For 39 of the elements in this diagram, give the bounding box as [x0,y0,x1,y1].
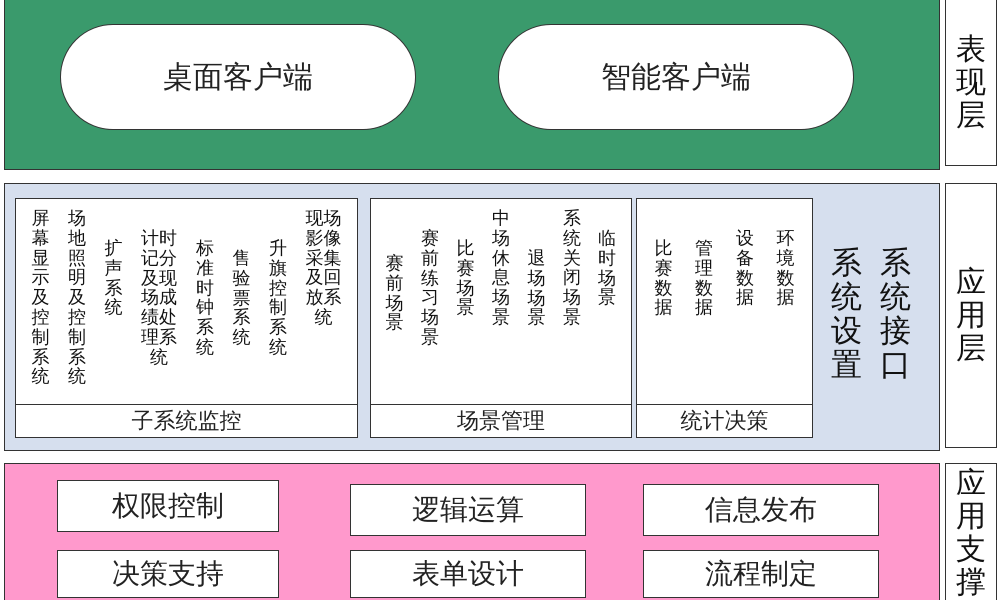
subsystem-name: 场地照明及控制系统 [68,209,86,388]
layer-name: 表现层 [956,32,986,132]
module-title: 系统设置 [831,246,862,382]
subsystem-name: 屏幕显示及控制系统 [31,209,50,388]
layer-band [4,183,940,451]
subsystem-name: 比赛数据 [654,239,672,318]
layer-name: 应用支撑 [956,467,986,599]
service-box: 权限控制 [57,480,279,532]
module-panel [15,198,358,438]
subsystem-name: 设备数据 [736,229,754,308]
subsystem-name: 赛前练习场景 [421,229,440,348]
subsystem-name: 管理数据 [695,239,714,318]
subsystem-name: 计时记分及现场成绩处理系统 [141,229,178,368]
subsystem-name: 扩声系统 [104,239,123,318]
service-box: 表单设计 [350,550,586,598]
module-panel [636,198,813,438]
subsystem-name: 现场影像采集及回放系统 [306,209,342,328]
subsystem-name: 升旗控制系统 [269,239,288,358]
layer-label [945,183,997,448]
layer-name: 应用层 [956,266,986,365]
service-box: 逻辑运算 [350,484,586,536]
module-panel [370,198,632,438]
subsystem-name: 售验票系统 [232,249,250,348]
layer-label [945,0,997,166]
layer-band [4,0,940,170]
subsystem-name: 赛前场景 [386,254,404,334]
subsystem-name: 中场休息场景 [492,209,510,328]
service-box: 信息发布 [643,484,879,536]
subsystem-name: 比赛场景 [456,239,475,318]
subsystem-name: 标准时钟系统 [196,239,214,358]
subsystem-name: 环境数据 [776,229,795,308]
subsystem-name: 临时场景 [598,229,616,308]
service-box: 流程制定 [643,550,879,598]
module-title: 系统接口 [880,246,911,382]
subsystem-name: 退场场景 [527,249,546,328]
layer-label [945,463,997,600]
subsystem-name: 系统关闭场景 [562,209,581,328]
layer-band [4,463,940,600]
service-box: 决策支持 [57,550,279,598]
